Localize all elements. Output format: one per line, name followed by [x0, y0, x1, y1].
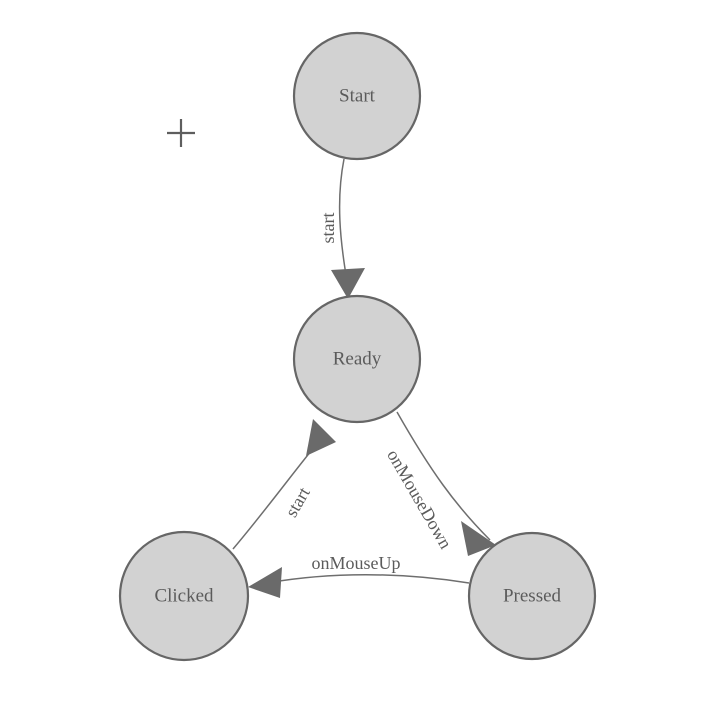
node-label-ready: Ready: [333, 348, 382, 369]
edge-label-start-to-ready: start: [318, 213, 338, 244]
edge-label-ready-to-pressed: onMouseDown: [383, 446, 456, 552]
arrowhead-pressed-to-clicked: [248, 567, 282, 598]
node-circle-start: [292, 31, 422, 161]
edge-pressed-to-clicked[interactable]: onMouseUp: [248, 553, 470, 598]
edge-label-pressed-to-clicked: onMouseUp: [312, 553, 401, 573]
node-label-clicked: Clicked: [154, 585, 214, 606]
node-start[interactable]: Start: [292, 31, 422, 161]
edge-clicked-to-ready[interactable]: start: [232, 419, 336, 550]
node-circle-clicked: [118, 530, 250, 662]
node-circle-pressed: [467, 531, 597, 661]
node-pressed[interactable]: Pressed: [467, 531, 597, 661]
arrowhead-ready-to-pressed: [461, 521, 496, 556]
edge-start-to-ready[interactable]: start: [318, 158, 365, 299]
node-label-pressed: Pressed: [503, 585, 562, 606]
node-clicked[interactable]: Clicked: [118, 530, 250, 662]
edge-path-pressed-to-clicked: [266, 574, 470, 584]
arrowhead-start-to-ready: [331, 268, 365, 299]
node-label-start: Start: [339, 85, 376, 106]
arrowhead-clicked-to-ready: [306, 419, 336, 456]
edge-path-start-to-ready: [338, 158, 348, 282]
edge-path-ready-to-pressed: [396, 411, 491, 541]
edge-ready-to-pressed[interactable]: onMouseDown: [383, 411, 496, 556]
node-ready[interactable]: Ready: [292, 294, 422, 424]
edge-label-clicked-to-ready: start: [281, 484, 314, 521]
crosshair-icon[interactable]: [167, 119, 195, 147]
node-circle-ready: [292, 294, 422, 424]
